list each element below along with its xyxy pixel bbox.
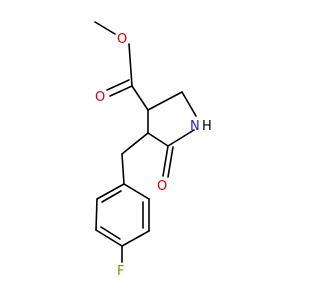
bond-ar-inner-a [101,190,122,203]
bond-c4-c5 [147,91,183,111]
bond-lactam-double-1 [162,145,169,177]
bond-o-carbonyl-c [128,43,133,87]
molecule-diagram: O O N H O F [94,21,212,279]
bond-ar-6-1 [123,183,150,200]
bond-c3-ch2 [121,132,149,155]
ester-carbonyl-oxygen-label: O [95,90,105,105]
ring-nh-hydrogen-label: H [202,119,212,134]
bond-carbonyl-double-2 [106,79,130,91]
bond-ar-3-4 [95,229,123,247]
bond-ch2-aryl [121,153,125,185]
structure-drawing: O O N H O F [94,21,212,279]
bond-lactam-double-2 [167,146,174,178]
bond-ar-1-2 [96,183,125,200]
bond-ar-2-3 [95,198,98,231]
ester-oxygen-label: O [117,32,127,47]
ring-nitrogen-label: N [190,119,200,134]
bond-c2-c3 [147,132,169,147]
fluorine-label: F [117,264,124,279]
lactam-oxygen-label: O [157,179,167,194]
bond-carbonyl-c-ring-c4 [131,85,149,111]
bond-ar-4-5 [121,230,150,247]
bond-ar-inner-b [100,226,121,240]
bond-c5-n [181,91,197,117]
bond-methyl-o [94,21,116,35]
bond-n-c2 [167,129,195,147]
bond-carbonyl-double-1 [109,85,133,97]
